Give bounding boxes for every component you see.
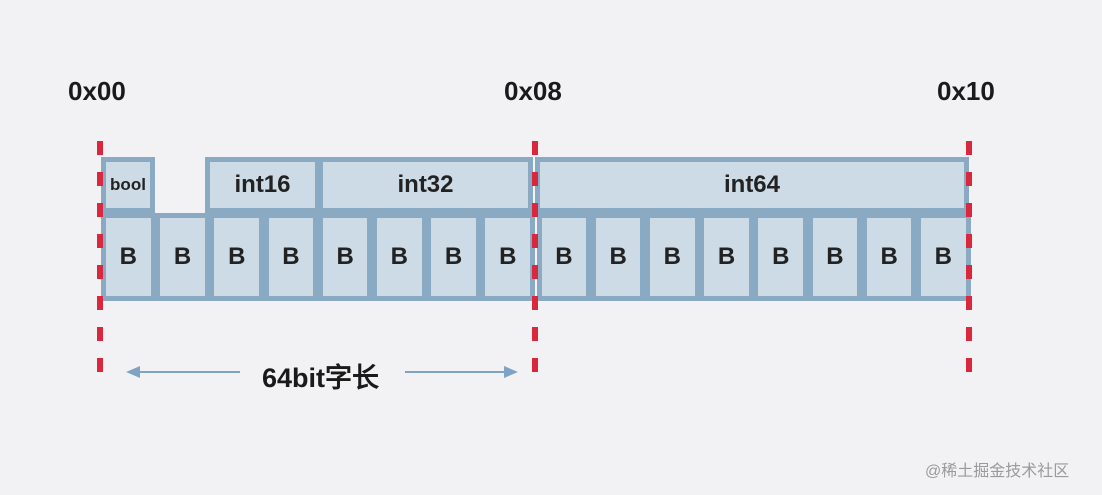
boundary-line-0x08 xyxy=(532,141,538,373)
word-size-label: 64bit字长 xyxy=(262,363,380,393)
watermark: @稀土掘金技术社区 xyxy=(925,463,1070,480)
byte-cell: B xyxy=(590,213,646,301)
byte-cell: B xyxy=(101,213,156,301)
address-label-0x10: 0x10 xyxy=(937,76,995,106)
byte-cell: B xyxy=(536,213,592,301)
byte-cell: B xyxy=(699,213,754,301)
field-int32: int32 xyxy=(318,157,533,213)
byte-cell: B xyxy=(861,213,917,301)
byte-cell: B xyxy=(753,213,809,301)
boundary-line-0x00 xyxy=(97,141,103,373)
byte-cell: B xyxy=(209,213,265,301)
boundary-line-0x10 xyxy=(966,141,972,373)
byte-cell: B xyxy=(155,213,210,301)
field-bool: bool xyxy=(101,157,155,213)
byte-cell: B xyxy=(916,213,971,301)
address-label-0x08: 0x08 xyxy=(504,76,562,106)
byte-cell: B xyxy=(372,213,427,301)
byte-cell: B xyxy=(480,213,536,301)
byte-cell: B xyxy=(426,213,481,301)
byte-cell: B xyxy=(317,213,373,301)
byte-cell: B xyxy=(645,213,700,301)
byte-cell: B xyxy=(807,213,863,301)
left-arrow-icon xyxy=(126,366,240,378)
field-int16: int16 xyxy=(205,157,320,213)
byte-cell: B xyxy=(263,213,319,301)
field-int64: int64 xyxy=(535,157,969,213)
address-label-0x00: 0x00 xyxy=(68,76,126,106)
right-arrow-icon xyxy=(405,366,518,378)
